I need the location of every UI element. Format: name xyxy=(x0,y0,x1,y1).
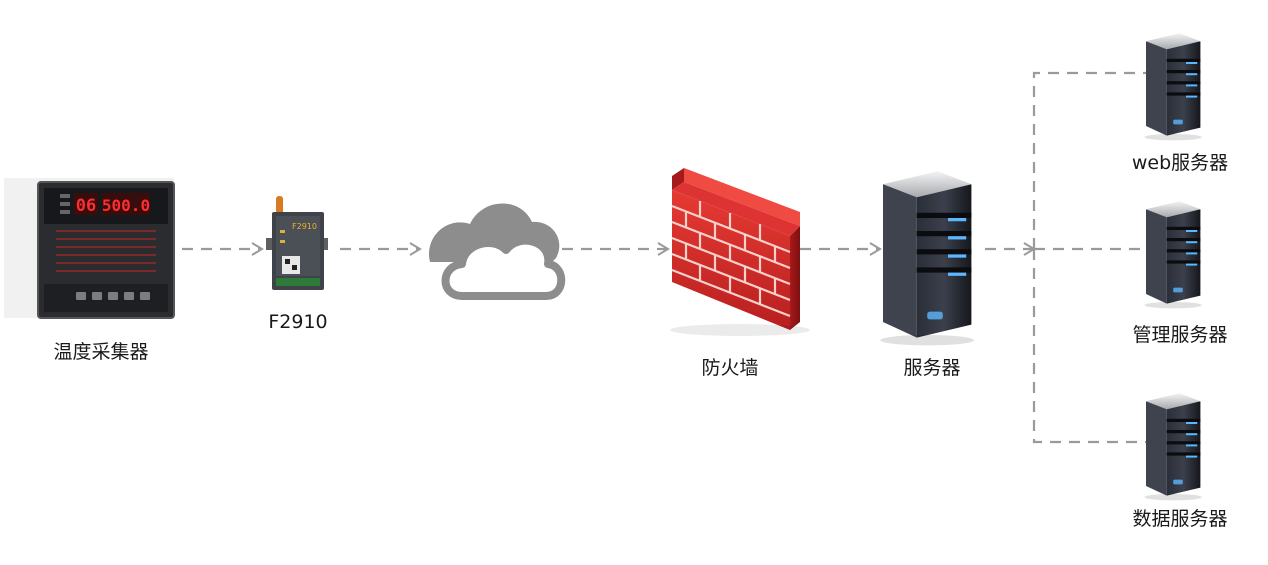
collector-label: 温度采集器 xyxy=(53,341,149,363)
firewall-label: 防火墙 xyxy=(701,357,759,379)
connector-branch-web xyxy=(1032,71,1150,249)
web-server-label: web服务器 xyxy=(1131,152,1229,174)
firewall-icon xyxy=(670,168,810,336)
data-server-label: 数据服务器 xyxy=(1132,508,1228,530)
web-server-icon xyxy=(1144,33,1202,141)
gateway-device-text: F2910 xyxy=(292,222,317,231)
gateway-device-icon: F2910 xyxy=(266,196,328,290)
connectors xyxy=(182,71,1150,444)
server-label: 服务器 xyxy=(903,357,961,379)
management-server-icon xyxy=(1144,201,1202,309)
collector-display-right: 500.0 xyxy=(102,196,150,215)
collector-buttons xyxy=(76,292,150,300)
collector-led-grid xyxy=(56,230,156,272)
management-server-label: 管理服务器 xyxy=(1132,324,1228,346)
temperature-collector-icon: 06 500.0 xyxy=(4,178,175,319)
collector-display-left: 06 xyxy=(76,196,96,216)
gateway-label: F2910 xyxy=(268,311,328,333)
data-server-icon xyxy=(1144,393,1202,501)
cloud-icon xyxy=(429,203,566,300)
server-icon xyxy=(880,171,974,346)
connector-branch-data xyxy=(1032,249,1150,444)
